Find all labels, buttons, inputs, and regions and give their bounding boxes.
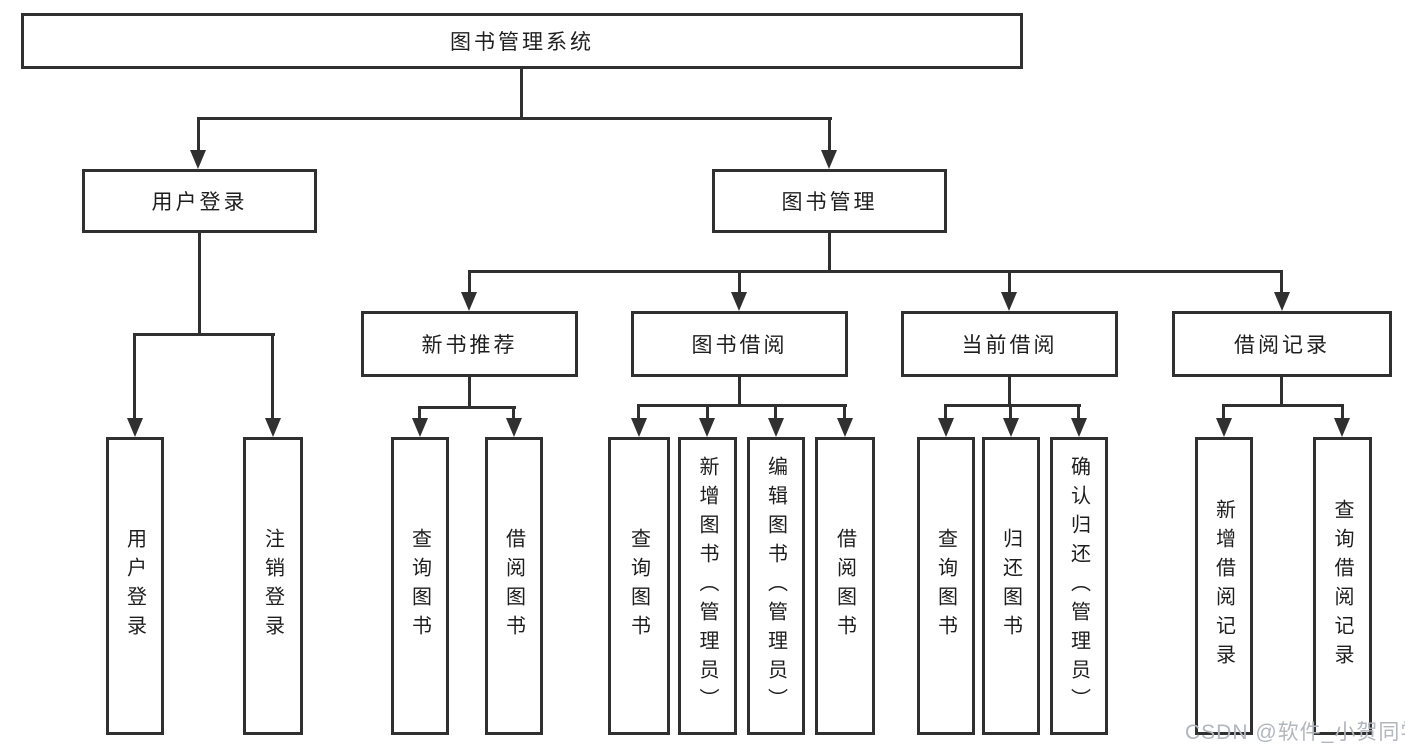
leaf-user-login-label: 用户登录 — [123, 528, 146, 644]
node-current-borrow-label: 当前借阅 — [961, 334, 1058, 357]
node-root: 图书管理系统 — [21, 13, 1023, 69]
leaf-borrow-books-label: 借阅图书 — [833, 528, 856, 644]
connector-current-borrow-stem — [1008, 377, 1011, 406]
arrowhead-leaf-borrow-books-recommend-icon — [506, 418, 522, 437]
arrowhead-book-management-icon — [821, 150, 837, 169]
connector-to-leaf-logout — [271, 333, 274, 418]
arrowhead-leaf-query-books-recommend-icon — [412, 418, 428, 437]
connector-book-borrow-rail — [637, 404, 847, 407]
leaf-query-books-current-label: 查询图书 — [934, 528, 957, 644]
connector-user-login-stem — [198, 233, 201, 336]
connector-to-new-book — [468, 270, 471, 292]
connector-to-book-management — [828, 117, 831, 151]
arrowhead-leaf-add-borrow-record-icon — [1216, 418, 1232, 437]
connector-to-leaf-user-login — [133, 333, 136, 418]
connector-to-leaf-edit-book — [774, 404, 777, 418]
connector-current-borrow-rail — [944, 404, 1081, 407]
leaf-query-books-recommend: 查询图书 — [391, 437, 449, 735]
node-user-login-label: 用户登录 — [151, 191, 248, 214]
connector-to-leaf-add-borrow-record — [1222, 404, 1225, 418]
connector-book-borrow-stem — [738, 377, 741, 406]
arrowhead-current-borrow-icon — [1001, 292, 1017, 311]
leaf-query-books-recommend-label: 查询图书 — [408, 528, 431, 644]
connector-to-leaf-return-books — [1009, 404, 1012, 418]
leaf-return-books-label: 归还图书 — [999, 528, 1022, 644]
connector-new-book-rail — [418, 406, 516, 409]
leaf-borrow-books-recommend: 借阅图书 — [485, 437, 543, 735]
node-new-book-recommend: 新书推荐 — [361, 311, 578, 377]
leaf-edit-book-admin-label: 编辑图书（管理员） — [764, 455, 787, 717]
arrowhead-leaf-add-book-icon — [699, 418, 715, 437]
arrowhead-leaf-confirm-return-icon — [1071, 418, 1087, 437]
leaf-user-login: 用户登录 — [106, 437, 164, 735]
connector-to-leaf-confirm-return — [1077, 404, 1080, 418]
leaf-borrow-books: 借阅图书 — [815, 437, 875, 735]
leaf-confirm-return-admin: 确认归还（管理员） — [1050, 437, 1108, 735]
connector-to-leaf-borrow-books-recommend — [512, 406, 515, 418]
connector-user-login-rail — [133, 333, 275, 336]
connector-to-current-borrow — [1008, 270, 1011, 292]
arrowhead-new-book-icon — [461, 292, 477, 311]
connector-book-management-rail — [468, 270, 1283, 273]
connector-to-user-login — [197, 117, 200, 151]
leaf-query-borrow-record-label: 查询借阅记录 — [1331, 499, 1353, 673]
node-borrow-records-label: 借阅记录 — [1234, 334, 1330, 357]
connector-root-rail — [197, 117, 832, 120]
arrowhead-leaf-query-borrow-record-icon — [1334, 418, 1350, 437]
leaf-logout: 注销登录 — [243, 437, 303, 735]
connector-to-leaf-borrow-books — [843, 404, 846, 418]
connector-borrow-records-stem — [1280, 377, 1283, 406]
leaf-borrow-books-recommend-label: 借阅图书 — [502, 528, 525, 644]
connector-to-leaf-add-book — [706, 404, 709, 418]
node-book-management: 图书管理 — [712, 169, 947, 233]
node-current-borrow: 当前借阅 — [901, 311, 1118, 377]
node-book-management-label: 图书管理 — [781, 191, 878, 214]
leaf-query-books-borrow-label: 查询图书 — [627, 528, 650, 644]
connector-to-leaf-query-borrow-record — [1341, 404, 1344, 418]
connector-new-book-stem — [468, 377, 471, 408]
leaf-return-books: 归还图书 — [982, 437, 1040, 735]
arrowhead-book-borrow-icon — [731, 292, 747, 311]
arrowhead-leaf-user-login-icon — [127, 418, 143, 437]
leaf-add-book-admin: 新增图书（管理员） — [678, 437, 737, 735]
connector-to-leaf-query-books-recommend — [418, 406, 421, 418]
connector-to-leaf-query-books-borrow — [637, 404, 640, 418]
leaf-edit-book-admin: 编辑图书（管理员） — [747, 437, 805, 735]
leaf-confirm-return-admin-label: 确认归还（管理员） — [1067, 455, 1090, 717]
arrowhead-leaf-borrow-books-icon — [837, 418, 853, 437]
node-borrow-records: 借阅记录 — [1172, 311, 1392, 377]
leaf-query-books-current: 查询图书 — [917, 437, 975, 735]
leaf-add-borrow-record: 新增借阅记录 — [1195, 437, 1253, 735]
arrowhead-borrow-records-icon — [1274, 292, 1290, 311]
leaf-add-book-admin-label: 新增图书（管理员） — [696, 455, 718, 717]
connector-to-borrow-records — [1280, 270, 1283, 292]
arrowhead-leaf-edit-book-icon — [768, 418, 784, 437]
connector-root-stem — [520, 68, 523, 119]
connector-to-leaf-query-books-current — [944, 404, 947, 418]
arrowhead-leaf-logout-icon — [265, 418, 281, 437]
leaf-query-borrow-record: 查询借阅记录 — [1313, 437, 1372, 735]
node-user-login: 用户登录 — [82, 169, 317, 233]
csdn-watermark: CSDN @软件_小贺同学 — [1185, 721, 1405, 744]
arrowhead-leaf-query-books-borrow-icon — [631, 418, 647, 437]
connector-to-book-borrow — [738, 270, 741, 292]
node-book-borrow: 图书借阅 — [631, 311, 848, 377]
arrowhead-leaf-return-books-icon — [1003, 418, 1019, 437]
arrowhead-leaf-query-books-current-icon — [938, 418, 954, 437]
arrowhead-user-login-icon — [190, 150, 206, 169]
connector-book-management-stem — [828, 233, 831, 273]
node-new-book-recommend-label: 新书推荐 — [421, 334, 518, 357]
node-root-label: 图书管理系统 — [450, 31, 594, 54]
leaf-add-borrow-record-label: 新增借阅记录 — [1212, 499, 1235, 673]
node-book-borrow-label: 图书借阅 — [691, 334, 788, 357]
leaf-query-books-borrow: 查询图书 — [608, 437, 670, 735]
connector-borrow-records-rail — [1222, 404, 1344, 407]
leaf-logout-label: 注销登录 — [261, 528, 284, 644]
